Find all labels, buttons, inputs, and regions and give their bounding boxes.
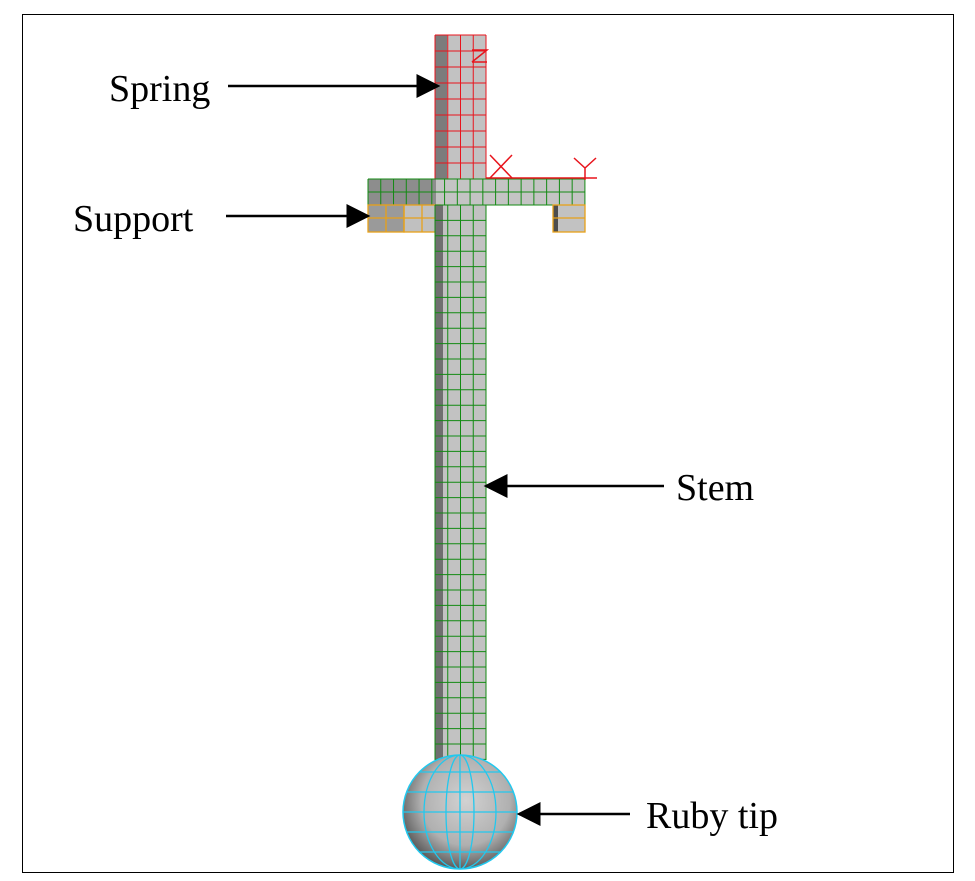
stem-label: Stem [676,467,754,509]
ruby-tip-label: Ruby tip [646,795,778,837]
figure-frame [22,14,954,873]
stem-part [434,204,487,760]
annotation-arrows [226,74,664,826]
stem-grid [434,204,487,760]
support-beam [367,178,586,206]
spring-part [434,34,487,180]
x-axis-letter [489,154,513,179]
support-feet [367,204,586,233]
spring-grid [434,34,487,180]
y-axis-letter [573,157,597,180]
ruby-tip-sphere [402,754,518,870]
axis-triad [471,49,597,180]
z-axis-letter [471,49,490,63]
support-label: Support [73,198,194,240]
spring-label: Spring [109,68,210,110]
